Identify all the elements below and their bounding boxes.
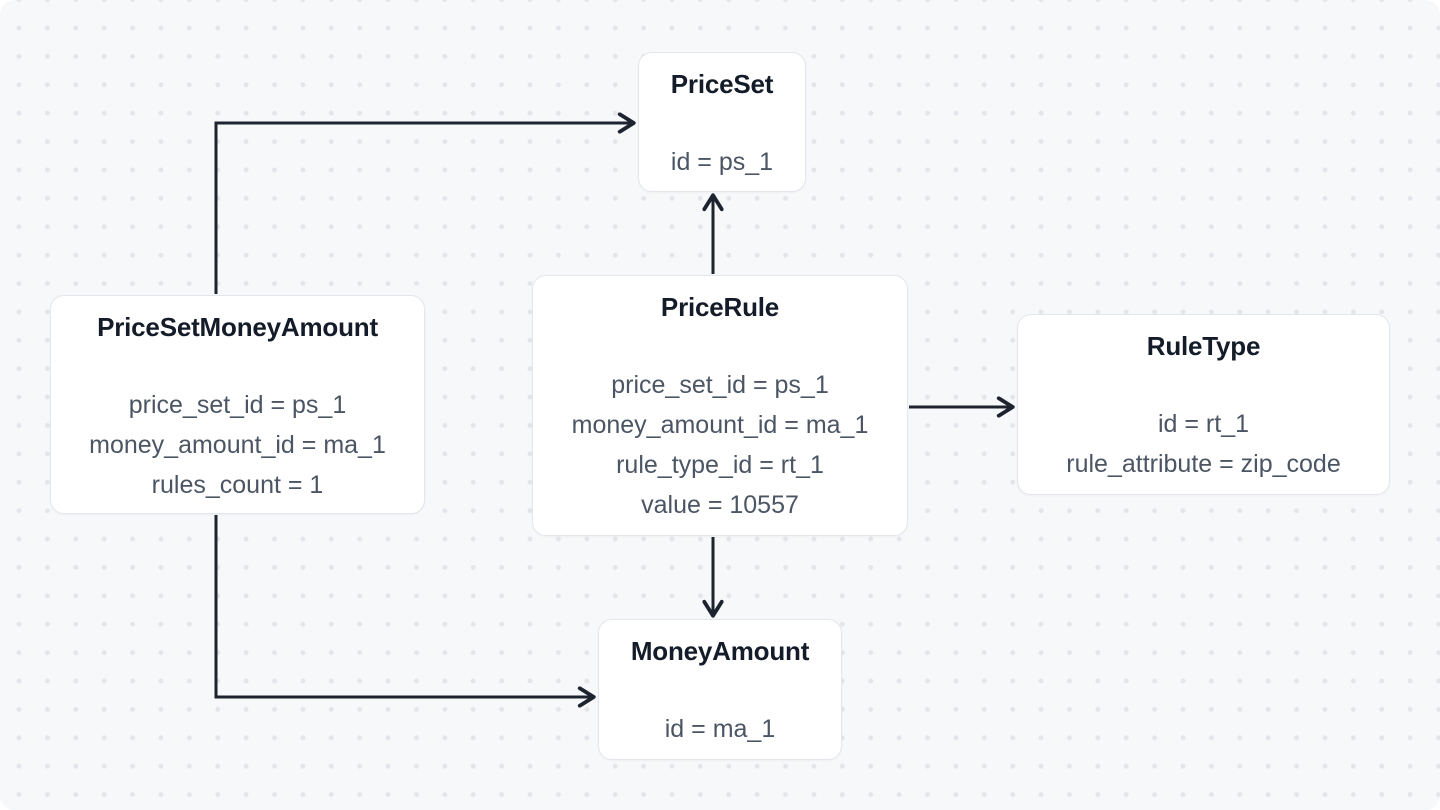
entity-title: PriceRule: [660, 292, 780, 322]
entity-attribute: rule_attribute = zip_code: [1066, 450, 1341, 478]
edge-pricesetmoneyamount-to-priceset: [214, 123, 632, 294]
entity-title: PriceSet: [670, 69, 774, 99]
spacer: [609, 671, 831, 709]
entity-attribute: money_amount_id = ma_1: [571, 411, 869, 439]
entity-attribute: rule_type_id = rt_1: [616, 451, 824, 479]
entity-attribute: id = ps_1: [670, 148, 774, 176]
entity-card-price-rule: PriceRule price_set_id = ps_1 money_amou…: [532, 275, 908, 536]
entity-attribute: id = rt_1: [1157, 410, 1250, 438]
spacer: [1028, 366, 1379, 404]
entity-attribute: rules_count = 1: [151, 471, 324, 499]
entity-attribute: id = ma_1: [664, 715, 776, 743]
entity-attribute: price_set_id = ps_1: [611, 371, 829, 399]
entity-attribute: value = 10557: [641, 491, 799, 519]
entity-card-money-amount: MoneyAmount id = ma_1: [598, 619, 842, 760]
edge-pricesetmoneyamount-to-moneyamount: [214, 515, 592, 697]
entity-card-rule-type: RuleType id = rt_1 rule_attribute = zip_…: [1017, 314, 1390, 495]
entity-attribute: price_set_id = ps_1: [128, 391, 347, 419]
entity-title: RuleType: [1146, 331, 1261, 361]
spacer: [61, 347, 414, 385]
spacer: [543, 327, 897, 365]
entity-title: MoneyAmount: [630, 636, 810, 666]
entity-card-price-set-money-amount: PriceSetMoneyAmount price_set_id = ps_1 …: [50, 295, 425, 514]
entity-title: PriceSetMoneyAmount: [97, 312, 378, 342]
spacer: [649, 104, 795, 142]
entity-card-price-set: PriceSet id = ps_1: [638, 52, 806, 192]
entity-attribute: money_amount_id = ma_1: [89, 431, 386, 459]
